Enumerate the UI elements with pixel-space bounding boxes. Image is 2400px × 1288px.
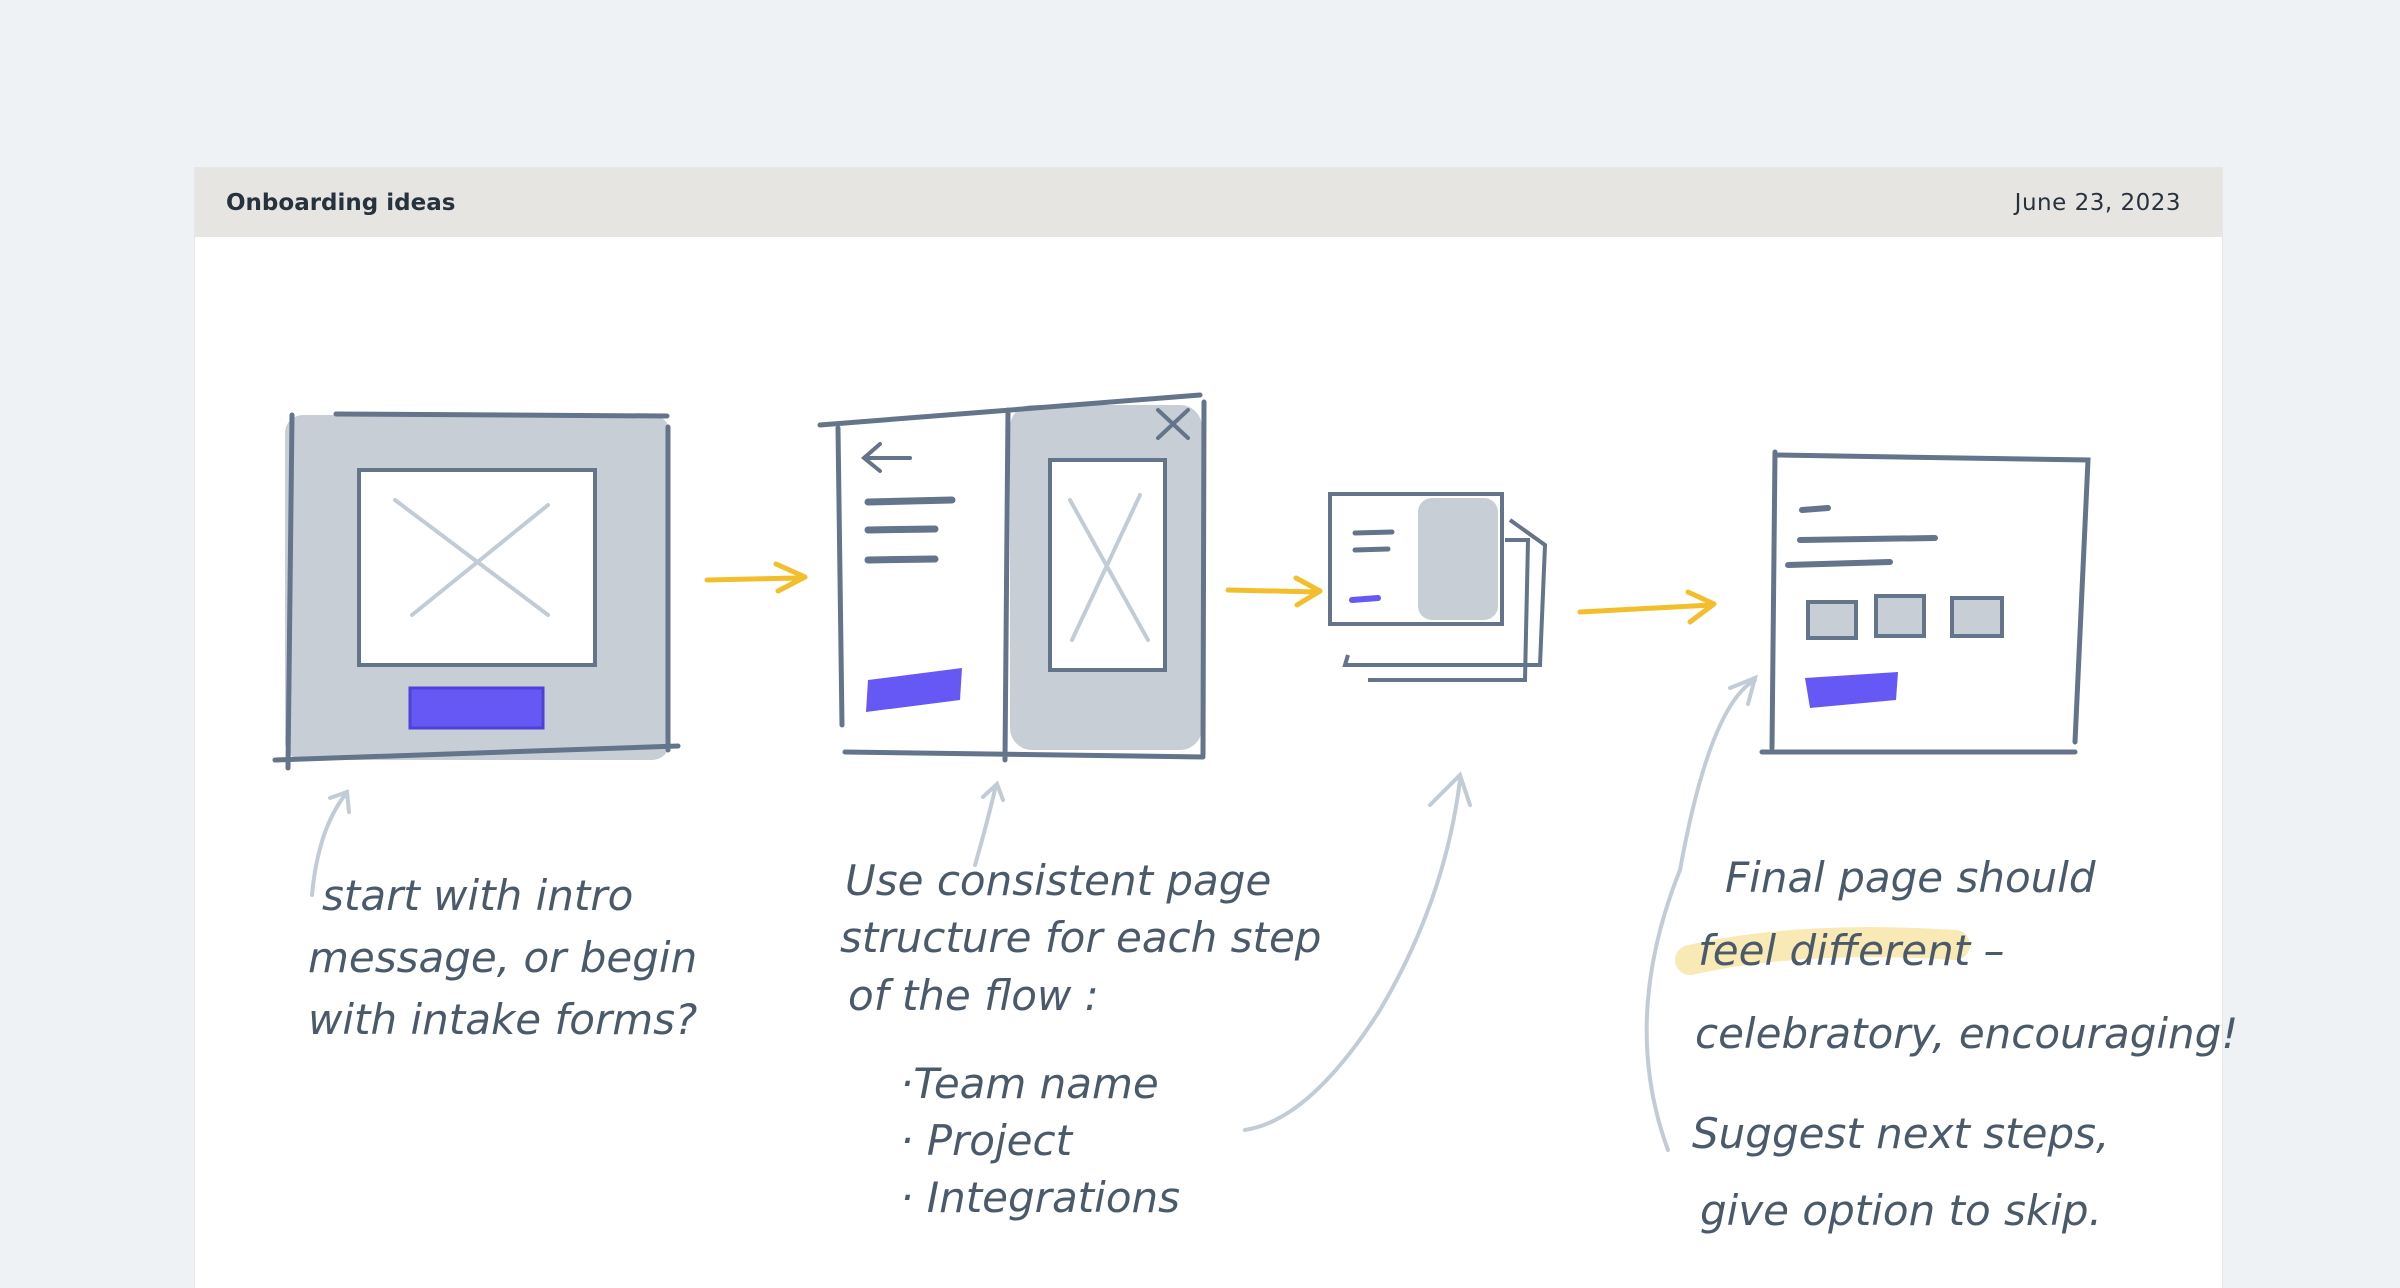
wireframe-final [1759, 449, 2091, 755]
sketch-canvas: start with intro message, or begin with … [272, 392, 2238, 1235]
page-date: June 23, 2023 [2014, 190, 2181, 216]
note-structure-line-3: of the flow : [848, 971, 1099, 1020]
stack-card-image [1418, 498, 1498, 620]
note-final-line-2: feel different – [1698, 926, 2005, 975]
pointer-arrow-4 [1644, 674, 1758, 1152]
arrow-right-2 [1225, 575, 1323, 608]
pointer-arrow-3 [1243, 771, 1472, 1132]
side-image-cross [1068, 493, 1150, 642]
close-icon [1156, 408, 1190, 440]
final-tile-3 [1950, 596, 2004, 638]
arrow-right-3 [1577, 589, 1717, 625]
note-intro-line-2: message, or begin [308, 933, 697, 982]
image-cross [393, 498, 550, 617]
note-intro: start with intro message, or begin with … [308, 871, 697, 1044]
final-tile-1 [1806, 600, 1858, 640]
note-structure: Use consistent page structure for each s… [840, 856, 1321, 1222]
back-arrow-icon [860, 442, 912, 473]
step-cta-button [866, 668, 962, 712]
page-title: Onboarding ideas [226, 190, 456, 216]
note-final-line-4: Suggest next steps, [1692, 1109, 2109, 1158]
intro-cta-button [408, 686, 545, 730]
final-tile-2 [1874, 594, 1926, 638]
note-intro-line-3: with intake forms? [308, 995, 697, 1044]
stack-cta [1349, 595, 1381, 603]
frame2-outline [817, 392, 1207, 763]
arrow-right-1 [704, 561, 808, 594]
note-list-item-2: · Project [900, 1116, 1074, 1165]
note-list-item-1: ·Team name [900, 1059, 1159, 1108]
pointer-arrow-2 [973, 780, 1005, 867]
pointer-arrow-1 [310, 789, 351, 897]
frame4-outline [1759, 449, 2091, 755]
final-text-lines [1785, 505, 1938, 568]
card-header: Onboarding ideas June 23, 2023 [195, 168, 2222, 237]
final-cta-button [1805, 672, 1898, 708]
text-lines [864, 496, 956, 564]
note-final-line-3: celebratory, encouraging! [1695, 1009, 2238, 1058]
wireframe-intro [272, 411, 681, 771]
note-final: Final page should feel different – celeb… [1692, 853, 2238, 1235]
note-list-item-3: · Integrations [900, 1173, 1180, 1222]
note-structure-line-2: structure for each step [840, 913, 1321, 962]
note-structure-line-1: Use consistent page [845, 856, 1271, 905]
text-highlight [1675, 927, 1970, 975]
note-final-line-1: Final page should [1725, 853, 2096, 902]
note-final-line-5: give option to skip. [1700, 1186, 2102, 1235]
stack-card-back [1368, 538, 1531, 682]
wireframe-step [817, 392, 1207, 763]
note-intro-line-1: start with intro [322, 871, 633, 920]
frame1-outline [272, 411, 681, 771]
stack-card-middle [1342, 518, 1548, 667]
stack-text-lines [1352, 529, 1395, 553]
wireframe-stack [1328, 492, 1548, 682]
